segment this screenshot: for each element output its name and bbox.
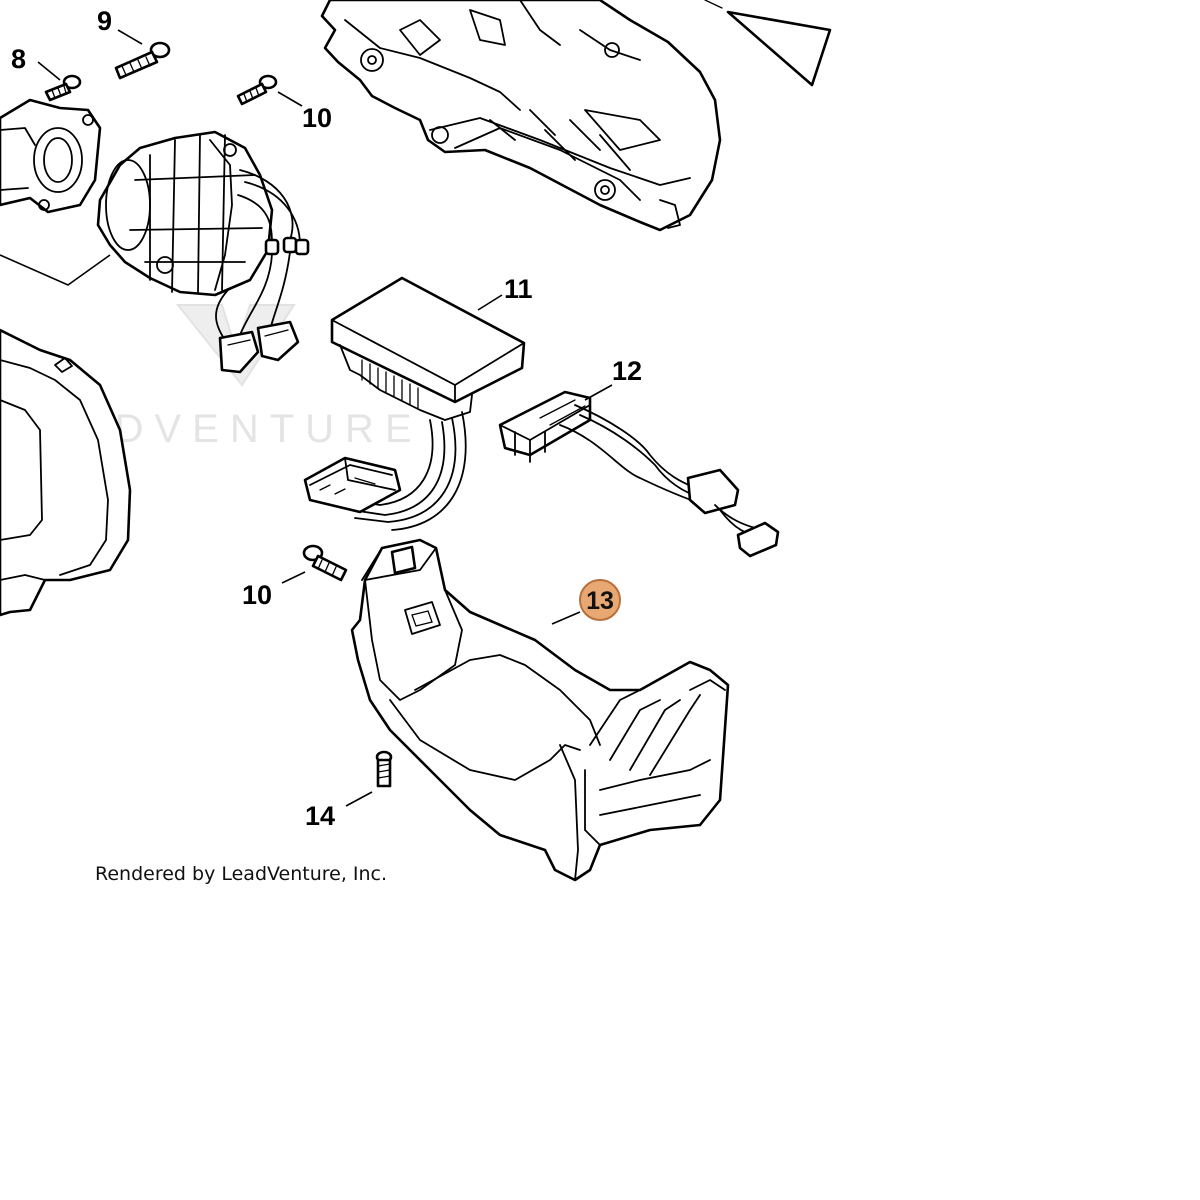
handle-shell-part	[350, 538, 730, 882]
watermark-logo-icon	[175, 304, 296, 387]
screw-10-top-part	[236, 74, 278, 106]
housing-shell-part	[320, 0, 722, 232]
screw-10-mid-part	[302, 544, 348, 582]
screw-14-part	[375, 750, 393, 788]
blade-tip-part	[726, 10, 832, 87]
callout-10-mid: 10	[242, 580, 272, 610]
highlight-circle	[579, 579, 621, 621]
callout-10-top: 10	[302, 103, 332, 133]
render-credit: Rendered by LeadVenture, Inc.	[95, 863, 387, 885]
control-module-part	[303, 276, 526, 531]
callout-12: 12	[612, 356, 642, 386]
callout-11: 11	[504, 274, 533, 304]
housing-cover-part	[0, 328, 132, 617]
callout-13-highlight[interactable]: 13	[579, 579, 621, 621]
wire-harness-part	[498, 390, 780, 558]
callout-9: 9	[97, 6, 112, 36]
screw-9-part	[114, 41, 171, 80]
callout-8: 8	[11, 44, 26, 74]
screw-8-part	[44, 74, 82, 102]
motor-part	[96, 130, 310, 374]
callout-13: 13	[586, 587, 614, 615]
motor-flange-part	[0, 98, 102, 214]
leader-lines	[37, 29, 613, 807]
callout-14: 14	[305, 801, 335, 831]
